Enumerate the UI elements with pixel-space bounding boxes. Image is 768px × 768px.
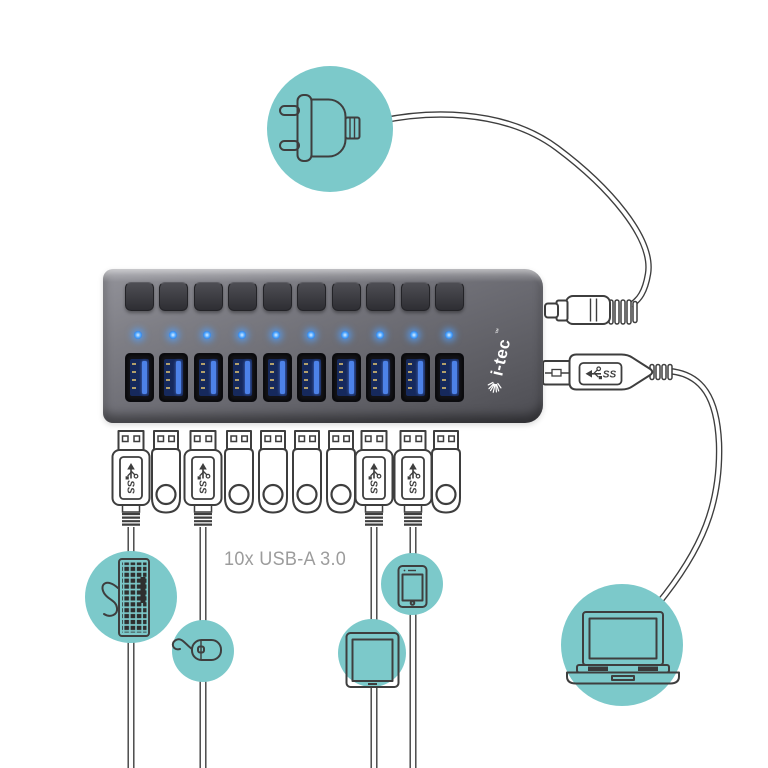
hub-usb-port <box>159 353 188 402</box>
usb-stick <box>150 429 182 514</box>
usb-data-cable <box>638 367 723 626</box>
usb-a-plug-ss <box>395 431 432 527</box>
usb-port-tongue <box>198 359 218 396</box>
brand-logo: i-tec ™ <box>477 323 523 404</box>
usb-stick <box>257 429 289 514</box>
mouse-icon <box>171 638 222 661</box>
power-plug-circle <box>267 66 393 192</box>
usb-a-plug-ss <box>185 431 222 527</box>
dc-power-connector <box>544 295 638 325</box>
hub-power-button <box>331 282 361 311</box>
hub-power-button <box>366 282 395 311</box>
keyboard-icon <box>101 558 150 637</box>
logo-rays-icon <box>487 381 502 393</box>
usb-port-tongue <box>440 359 459 396</box>
hub-power-button <box>159 282 188 311</box>
usb-port-tongue <box>164 359 183 396</box>
hub-led-indicator <box>375 331 384 339</box>
tablet-icon <box>345 632 400 688</box>
hub-power-button <box>297 282 326 311</box>
trademark: ™ <box>495 327 503 336</box>
strain-relief-ribs <box>649 363 673 381</box>
smartphone-icon <box>397 565 428 608</box>
hub-led-indicator <box>306 331 315 339</box>
usb-port-tongue <box>336 359 356 396</box>
hub-usb-port <box>400 353 430 402</box>
hub-usb-port <box>193 353 223 402</box>
hub-power-button <box>435 282 464 311</box>
usb-port-tongue <box>302 359 321 396</box>
power-plug-icon <box>279 94 361 162</box>
usb-hub-device: i-tec ™ <box>103 269 543 423</box>
strain-relief-ribs <box>608 299 638 325</box>
hub-power-button <box>124 282 154 311</box>
hub-usb-port <box>435 353 464 402</box>
usb-port-tongue <box>371 359 390 396</box>
tablet-circle <box>338 619 406 687</box>
brand-text: i-tec <box>487 336 515 378</box>
usb-port-tongue <box>129 359 149 396</box>
hub-led-indicator <box>410 331 418 339</box>
usb-a-plug-ss <box>113 431 150 527</box>
usb-connector-row <box>113 429 462 527</box>
laptop-circle <box>561 584 683 706</box>
hub-usb-port <box>124 353 154 402</box>
hub-led-indicator <box>272 331 280 339</box>
usb-data-connector <box>542 353 673 391</box>
usb-stick <box>223 429 255 514</box>
hub-led-indicator <box>341 331 349 339</box>
hub-usb-port <box>228 353 257 402</box>
hub-usb-port <box>366 353 395 402</box>
hub-led-indicator <box>237 331 246 339</box>
laptop-icon <box>566 611 680 685</box>
usb-stick <box>430 429 462 514</box>
hub-usb-port <box>331 353 361 402</box>
hub-led-indicator <box>203 331 211 339</box>
usb-port-tongue <box>405 359 425 396</box>
hub-power-button <box>400 282 430 311</box>
usb-port-tongue <box>267 359 287 396</box>
hub-led-indicator <box>444 331 453 339</box>
usb-stick <box>291 429 323 514</box>
usb-port-tongue <box>233 359 252 396</box>
hub-usb-port <box>262 353 292 402</box>
hub-power-button <box>193 282 223 311</box>
hub-power-button <box>262 282 292 311</box>
caption-label: 10x USB-A 3.0 <box>224 549 347 570</box>
usb-a-plug-ss <box>356 431 393 527</box>
hub-led-indicator <box>134 331 142 339</box>
usb-stick <box>325 429 357 514</box>
hub-usb-port <box>297 353 326 402</box>
hub-led-indicator <box>168 331 177 339</box>
hub-power-button <box>228 282 257 311</box>
